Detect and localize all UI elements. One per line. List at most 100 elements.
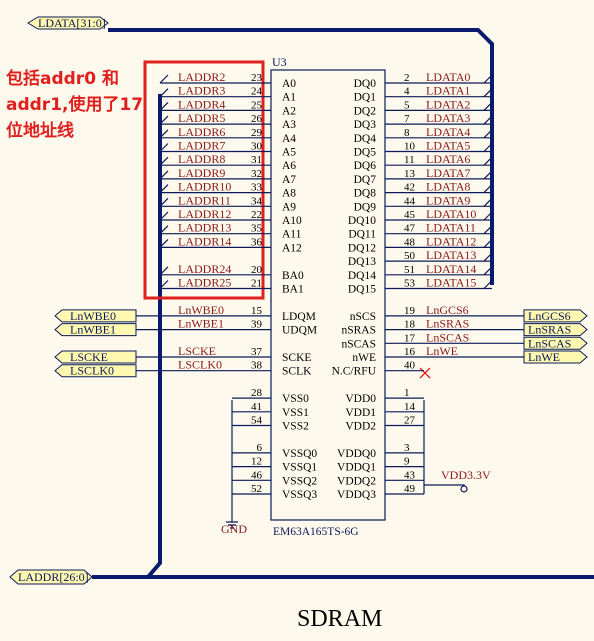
bus-entry-right [483, 266, 493, 276]
pin-name-left: VSS2 [282, 421, 309, 433]
bus-entry-left [159, 101, 169, 111]
pin-name-left: A6 [282, 160, 296, 172]
pin-name-left: A8 [282, 188, 296, 200]
net-label-left: LADDR4 [178, 97, 225, 111]
bus-entry-right [483, 225, 493, 235]
bus-entry-left [159, 225, 169, 235]
pin-number-left: 28 [251, 387, 263, 399]
net-label-left: LnWBE1 [178, 317, 224, 331]
pin-number-left: 15 [251, 305, 263, 317]
bus-entry-left [159, 156, 169, 166]
net-label-right: LDATA15 [426, 276, 476, 290]
data-bus-label: LDATA[31:0] [38, 16, 106, 30]
addr-bus-port [9, 569, 93, 585]
net-label-left: LADDR24 [178, 262, 231, 276]
pin-name-right: VDD2 [345, 421, 376, 433]
pin-name-left: A10 [282, 215, 302, 227]
bus-entry-left [159, 211, 169, 221]
pin-number-right: 10 [404, 141, 416, 153]
pin-number-left: 26 [251, 113, 263, 125]
pin-number-right: 19 [404, 305, 416, 317]
pin-number-right: 47 [404, 223, 416, 235]
highlight-box [143, 60, 265, 300]
port-label-left: LnWBE1 [70, 323, 116, 337]
bus-entry-right [483, 156, 493, 166]
pin-name-right: DQ1 [354, 92, 377, 104]
pin-number-right: 8 [404, 127, 410, 139]
pin-number-right: 11 [404, 154, 415, 166]
pin-number-left: 29 [251, 127, 263, 139]
pin-number-left: 32 [251, 168, 262, 180]
pin-number-right: 45 [404, 209, 416, 221]
bus-entry-right [483, 197, 493, 207]
pin-name-left: A5 [282, 147, 296, 159]
pin-name-right: DQ4 [354, 133, 377, 145]
net-label-left: LADDR10 [178, 180, 231, 194]
pin-number-right: 53 [404, 278, 416, 290]
pin-name-right: DQ14 [348, 270, 376, 282]
pin-name-left: SCKE [282, 352, 311, 364]
pin-name-left: VSSQ0 [282, 448, 317, 460]
pin-name-left: VSS1 [282, 407, 309, 419]
net-label-right: LnGCS6 [426, 303, 469, 317]
pin-number-left: 35 [251, 223, 263, 235]
net-label-right: LDATA4 [426, 125, 470, 139]
net-label-right: LDATA0 [426, 70, 470, 84]
pin-number-left: 46 [251, 469, 263, 481]
bus-entry-left [159, 143, 169, 152]
pin-name-right: DQ0 [354, 78, 377, 90]
bus-entry-left [159, 197, 169, 207]
net-label-right: LDATA10 [426, 207, 476, 221]
net-label-left: LSCKE [178, 344, 216, 358]
pin-number-left: 52 [251, 483, 262, 495]
bus-entry-left [159, 129, 169, 139]
pin-name-left: BA0 [282, 270, 304, 282]
bus-entry-right [483, 238, 493, 248]
pin-name-left: A2 [282, 105, 296, 117]
pin-number-right: 44 [404, 195, 416, 207]
net-label-right: LDATA1 [426, 84, 470, 98]
addr-bus-label: LADDR[26:0] [18, 570, 89, 584]
bus-entry-left [159, 280, 169, 289]
pin-name-left: UDQM [282, 325, 317, 337]
vdd-link [424, 484, 465, 486]
net-label-left: LADDR13 [178, 221, 231, 235]
pin-number-right: 48 [404, 236, 416, 248]
pin-name-right: N.C/RFU [332, 366, 377, 378]
bus-entry-right [483, 170, 493, 180]
pin-name-right: VDDQ3 [337, 489, 376, 501]
pin-name-right: nSCS [350, 311, 376, 323]
net-label-right: LnSRAS [426, 317, 469, 331]
pin-number-left: 39 [251, 319, 263, 331]
pin-number-right: 16 [404, 346, 416, 358]
bus-entry-left [159, 115, 169, 125]
no-connect-icon [419, 367, 431, 379]
pin-name-right: DQ13 [348, 256, 376, 268]
pin-number-right: 42 [404, 182, 415, 194]
pin-name-left: VSSQ3 [282, 489, 317, 501]
pin-name-left: A12 [282, 242, 302, 254]
pin-name-right: DQ8 [354, 188, 377, 200]
port-label-left: LnWBE0 [70, 309, 116, 323]
pin-name-left: A3 [282, 119, 296, 131]
bus-entry-left [159, 88, 169, 98]
pin-name-left: BA1 [282, 284, 304, 296]
net-label-right: LDATA14 [426, 262, 476, 276]
pin-name-right: VDD0 [345, 393, 376, 405]
net-label-left: LnWBE0 [178, 303, 224, 317]
pin-number-left: 24 [251, 86, 263, 98]
net-label-right: LDATA6 [426, 152, 470, 166]
net-label-left: LADDR11 [178, 193, 231, 207]
net-label-right: LnSCAS [426, 330, 469, 344]
port-right [523, 323, 588, 337]
pin-number-left: 33 [251, 182, 263, 194]
bus-entry-right [483, 143, 493, 152]
pin-number-right: 40 [404, 360, 416, 372]
net-label-left: LADDR2 [178, 70, 225, 84]
pin-name-left: VSS0 [282, 393, 309, 405]
sheet-title: SDRAM [297, 606, 382, 632]
data-bus-line [108, 28, 494, 285]
port-label-left: LSCKE [70, 350, 108, 364]
bus-entry-right [483, 129, 493, 139]
